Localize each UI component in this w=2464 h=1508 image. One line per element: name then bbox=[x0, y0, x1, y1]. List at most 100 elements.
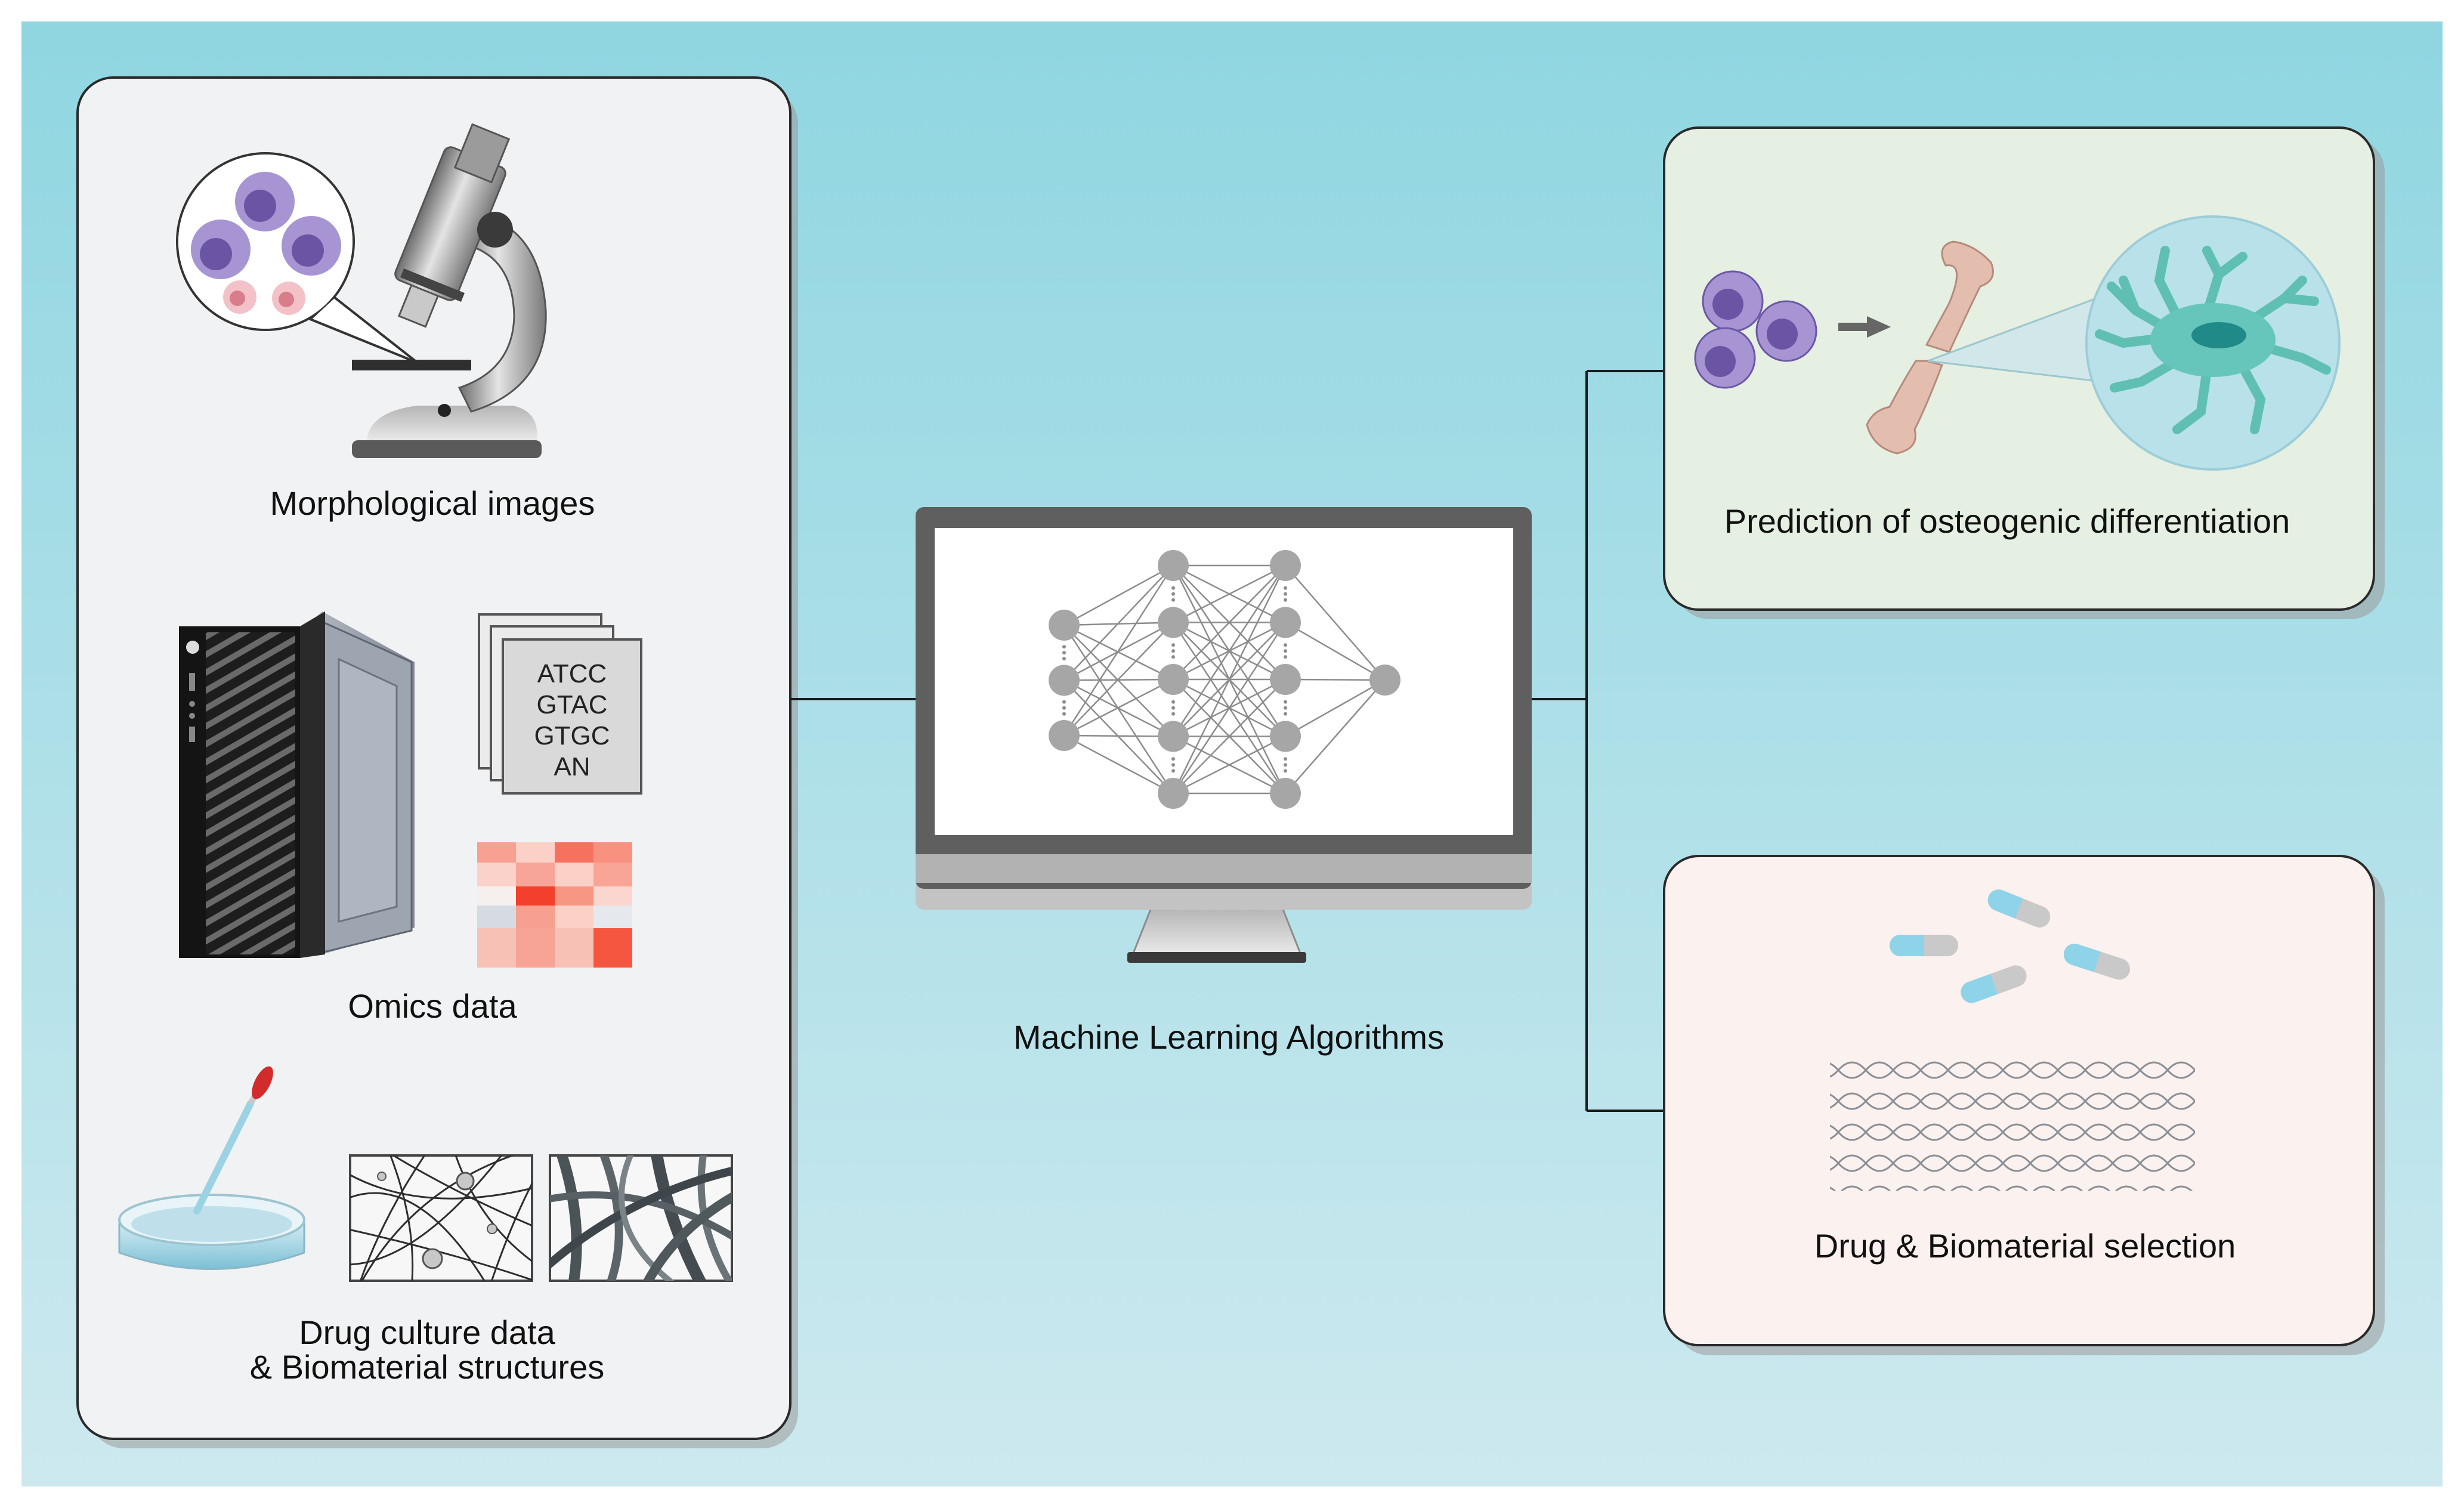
network-edge bbox=[1285, 622, 1386, 681]
network-node bbox=[1158, 607, 1189, 638]
network-ellipsis-dot bbox=[1284, 763, 1287, 767]
monitor-icon bbox=[916, 507, 1532, 963]
network-edge bbox=[1063, 679, 1174, 794]
microscope-icon bbox=[352, 123, 547, 458]
sequence-text: ATCC GTAC GTGC AN bbox=[503, 659, 641, 783]
network-ellipsis-dot bbox=[1062, 657, 1066, 661]
network-edge bbox=[1172, 565, 1287, 737]
network-edge bbox=[1063, 678, 1174, 737]
network-ellipsis-dot bbox=[1284, 700, 1287, 704]
network-edge bbox=[1285, 678, 1386, 681]
network-node bbox=[1270, 550, 1301, 581]
network-ellipsis-dot bbox=[1284, 769, 1287, 773]
arrow-icon bbox=[1838, 316, 1891, 338]
network-ellipsis-dot bbox=[1062, 706, 1066, 710]
network-ellipsis-dot bbox=[1284, 598, 1287, 602]
petri-dish-icon bbox=[118, 1194, 305, 1270]
network-ellipsis-dot bbox=[1284, 757, 1287, 761]
slide-pointer-line bbox=[333, 296, 418, 364]
network-ellipsis-dot bbox=[1062, 712, 1066, 716]
network-edge bbox=[1063, 625, 1174, 794]
network-node bbox=[1049, 610, 1080, 641]
network-ellipsis-dot bbox=[1171, 643, 1175, 647]
drug-biomaterial-selection-label: Drug & Biomaterial selection bbox=[1814, 1227, 2236, 1265]
drug-culture-label: Drug culture data bbox=[299, 1314, 555, 1351]
network-node bbox=[1270, 607, 1301, 638]
network-ellipsis-dot bbox=[1284, 712, 1287, 716]
sequence-line: GTGC bbox=[534, 721, 610, 750]
network-ellipsis-dot bbox=[1062, 651, 1066, 655]
network-ellipsis-dot bbox=[1062, 645, 1066, 649]
sequence-document-icon bbox=[478, 613, 642, 795]
network-ellipsis-dot bbox=[1284, 655, 1287, 659]
bone-icon bbox=[1866, 240, 1994, 455]
network-edge bbox=[1063, 679, 1174, 737]
network-edge bbox=[1063, 624, 1174, 681]
connector-lines bbox=[790, 370, 1664, 1112]
network-ellipsis-dot bbox=[1284, 592, 1287, 596]
network-edge bbox=[1173, 564, 1286, 623]
network-ellipsis-dot bbox=[1171, 769, 1175, 773]
network-edge bbox=[1173, 565, 1286, 680]
network-node bbox=[1270, 664, 1301, 695]
osteogenic-prediction-label: Prediction of osteogenic differentiation bbox=[1724, 502, 2290, 540]
network-ellipsis-dot bbox=[1062, 700, 1066, 704]
network-edge bbox=[1285, 565, 1386, 681]
network-node bbox=[1158, 664, 1189, 695]
network-ellipsis-dot bbox=[1171, 757, 1175, 761]
network-ellipsis-dot bbox=[1171, 763, 1175, 767]
cell-bubble-icon bbox=[176, 152, 419, 364]
network-node bbox=[1049, 720, 1080, 751]
server-tower-icon bbox=[179, 611, 415, 958]
network-ellipsis-dot bbox=[1171, 700, 1175, 704]
network-edge bbox=[1285, 679, 1386, 794]
network-node bbox=[1369, 665, 1401, 696]
network-node bbox=[1270, 721, 1301, 752]
network-edge bbox=[1063, 565, 1174, 736]
network-node bbox=[1158, 550, 1189, 581]
network-edge bbox=[1173, 736, 1286, 795]
network-ellipsis-dot bbox=[1171, 598, 1175, 602]
osteocyte-icon bbox=[2095, 246, 2331, 434]
network-edge bbox=[1063, 565, 1174, 681]
scaffold-fiber-image-2 bbox=[549, 1154, 733, 1282]
network-ellipsis-dot bbox=[1171, 712, 1175, 716]
omics-heatmap-icon bbox=[477, 842, 632, 968]
network-edge bbox=[1285, 679, 1386, 737]
biomaterial-mesh-icon bbox=[1830, 1050, 2195, 1191]
network-edge bbox=[1063, 622, 1174, 736]
sequence-line: ATCC bbox=[537, 659, 607, 688]
capsule-icons bbox=[1890, 889, 2131, 1003]
network-node bbox=[1158, 778, 1189, 809]
omics-data-label: Omics data bbox=[348, 987, 517, 1025]
network-edge bbox=[1172, 565, 1287, 794]
network-node bbox=[1049, 665, 1080, 696]
network-edge bbox=[1063, 734, 1174, 795]
network-ellipsis-dot bbox=[1284, 706, 1287, 710]
network-edge bbox=[1063, 564, 1174, 626]
sequence-line: AN bbox=[554, 752, 591, 781]
network-ellipsis-dot bbox=[1171, 706, 1175, 710]
network-ellipsis-dot bbox=[1171, 586, 1175, 590]
network-ellipsis-dot bbox=[1171, 592, 1175, 596]
biomaterial-structures-label: & Biomaterial structures bbox=[249, 1348, 605, 1386]
network-ellipsis-dot bbox=[1284, 649, 1287, 653]
scaffold-fiber-image-1 bbox=[349, 1154, 533, 1282]
network-node bbox=[1158, 721, 1189, 752]
morphological-images-label: Morphological images bbox=[270, 484, 595, 522]
network-edge bbox=[1173, 679, 1286, 794]
neural-network-graphic bbox=[1049, 550, 1401, 809]
machine-learning-label: Machine Learning Algorithms bbox=[1013, 1018, 1445, 1056]
network-ellipsis-dot bbox=[1171, 655, 1175, 659]
network-ellipsis-dot bbox=[1284, 586, 1287, 590]
network-ellipsis-dot bbox=[1284, 643, 1287, 647]
network-edge bbox=[1172, 622, 1287, 794]
stem-cells-icon bbox=[1694, 270, 1817, 389]
network-node bbox=[1270, 778, 1301, 809]
network-edge bbox=[1063, 625, 1174, 737]
network-edge bbox=[1063, 734, 1174, 737]
pipette-icon bbox=[193, 1066, 273, 1215]
sequence-line: GTAC bbox=[536, 690, 608, 719]
network-ellipsis-dot bbox=[1171, 649, 1175, 653]
